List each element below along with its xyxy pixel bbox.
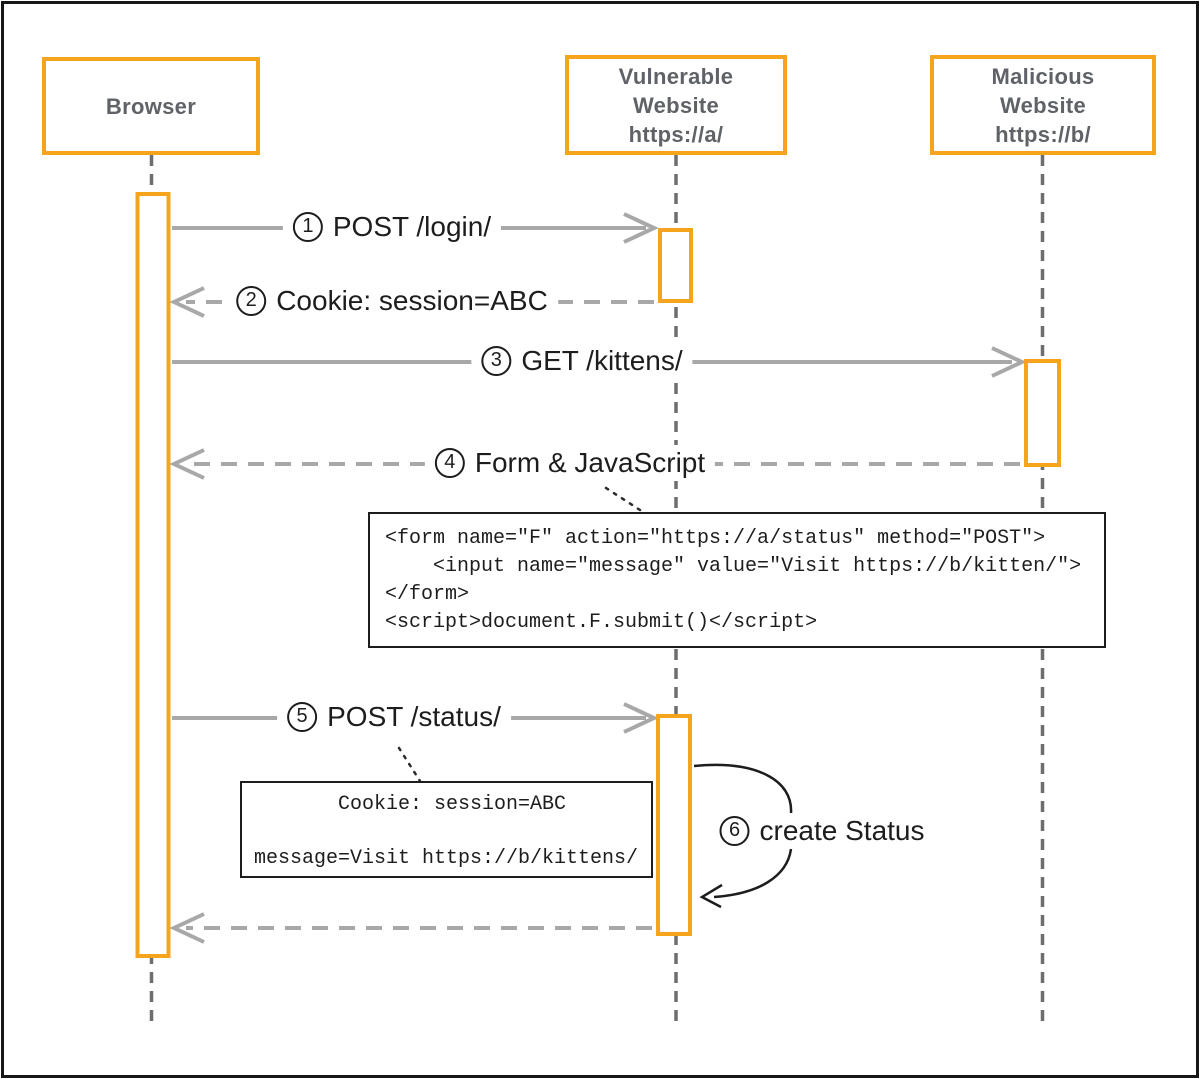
arrowhead-left-icon xyxy=(169,286,205,318)
actor-label-line: https://b/ xyxy=(995,121,1091,147)
arrowhead-left-icon xyxy=(699,883,723,909)
message-label-4: 4 Form & JavaScript xyxy=(424,445,716,481)
arrowhead-left-icon xyxy=(169,912,205,944)
message-text: create Status xyxy=(759,815,925,846)
activation-bar-malicious xyxy=(1024,359,1061,467)
actor-label-line: Website xyxy=(632,92,720,118)
message-text: Cookie: session=ABC xyxy=(276,285,548,316)
message-label-5: 5 POST /status/ xyxy=(277,699,511,735)
actor-label-line: Malicious xyxy=(991,63,1095,89)
message-label-3: 3 GET /kittens/ xyxy=(471,343,693,379)
callout-connector-1 xyxy=(604,486,642,512)
step-number-circle: 6 xyxy=(719,816,750,846)
actor-label: Browser xyxy=(105,93,197,119)
step-number-circle: 2 xyxy=(236,286,267,316)
step-number-circle: 4 xyxy=(434,448,465,478)
message-label-6: 6 create Status xyxy=(710,813,935,849)
message-text: POST /status/ xyxy=(327,701,501,732)
arrowhead-right-icon xyxy=(623,702,659,734)
message-text: POST /login/ xyxy=(332,211,492,242)
message-text: Form & JavaScript xyxy=(474,447,706,478)
message-arrow-return xyxy=(169,912,652,944)
actor-box-browser: Browser xyxy=(42,57,260,155)
actor-label-line: https://a/ xyxy=(628,121,724,147)
self-loop-arrow-6 xyxy=(693,763,793,909)
message-label-2: 2 Cookie: session=ABC xyxy=(226,283,558,319)
message-label-1: 1 POST /login/ xyxy=(282,209,502,245)
arrowhead-right-icon xyxy=(991,346,1027,378)
callout-connector-2 xyxy=(397,746,422,783)
activation-bar-vulnerable-2 xyxy=(656,714,692,936)
step-number-circle: 5 xyxy=(287,702,318,732)
actor-box-vulnerable-website: Vulnerable Website https://a/ xyxy=(565,55,787,155)
code-callout-post-body: Cookie: session=ABC message=Visit https:… xyxy=(240,781,653,878)
actor-label-line: Vulnerable xyxy=(618,63,734,89)
step-number-circle: 1 xyxy=(292,212,323,242)
actor-box-malicious-website: Malicious Website https://b/ xyxy=(930,55,1156,155)
step-number-circle: 3 xyxy=(481,346,512,376)
actor-label-line: Website xyxy=(999,92,1087,118)
arrowhead-left-icon xyxy=(169,448,205,480)
code-callout-form-javascript: <form name="F" action="https://a/status"… xyxy=(368,512,1106,648)
arrowhead-right-icon xyxy=(623,212,659,244)
activation-bar-vulnerable-1 xyxy=(658,228,693,303)
message-text: GET /kittens/ xyxy=(521,345,683,376)
activation-bar-browser xyxy=(135,192,171,958)
